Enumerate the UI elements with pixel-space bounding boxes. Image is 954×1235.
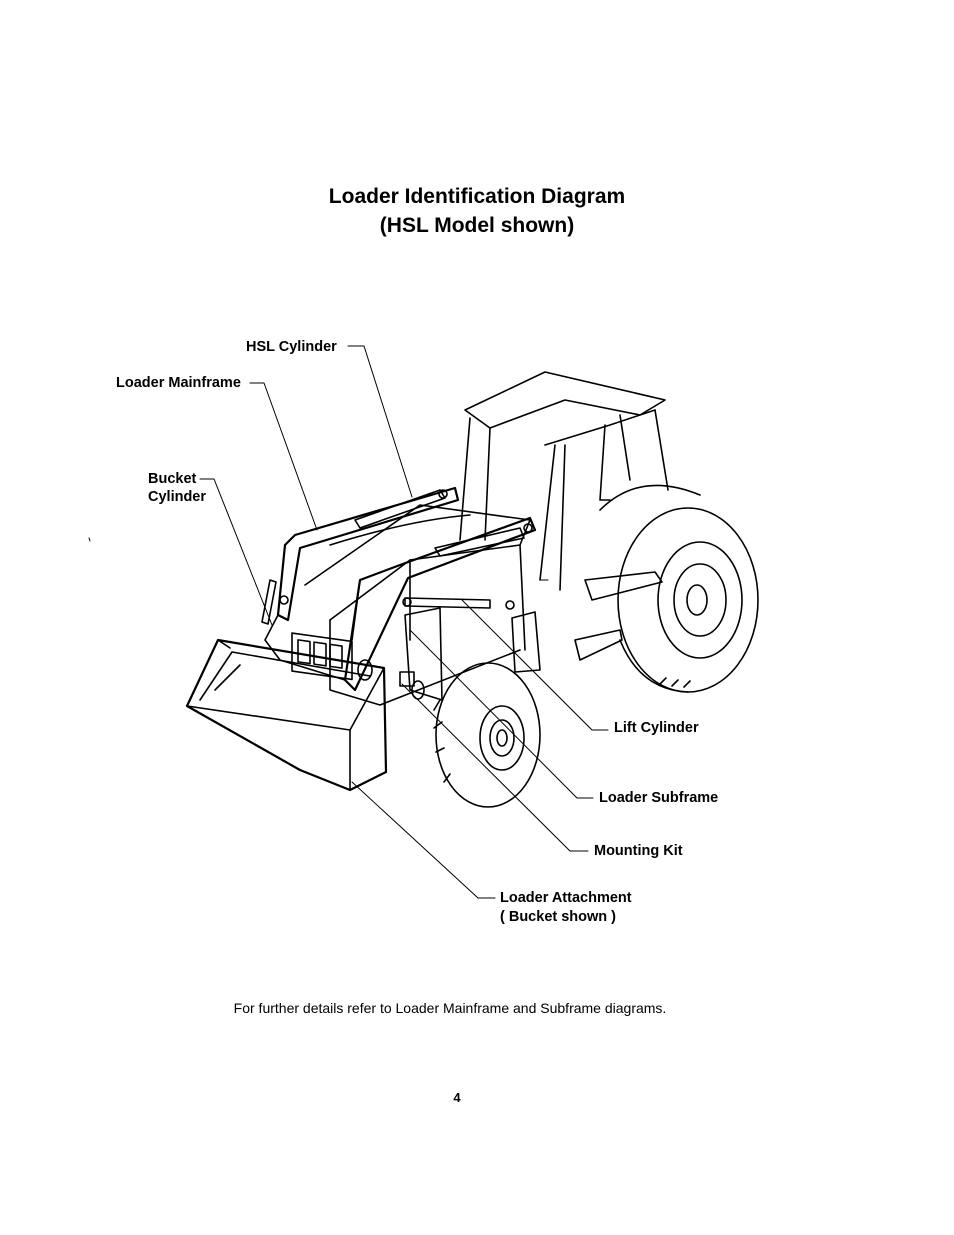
leader-loader-mainframe	[250, 383, 317, 530]
rear-wheel	[618, 508, 758, 692]
label-loader-mainframe: Loader Mainframe	[116, 374, 241, 392]
leader-loader-attachment	[352, 782, 495, 898]
front-wheel	[434, 663, 540, 807]
page-number: 4	[0, 1090, 914, 1105]
label-bucket-shown: ( Bucket shown )	[500, 908, 616, 926]
label-bucket: Bucket	[148, 470, 196, 488]
leader-bucket-cylinder	[200, 479, 272, 625]
bucket-cylinder-shape	[262, 580, 276, 624]
label-loader-attachment: Loader Attachment	[500, 889, 632, 907]
tractor-hood	[305, 505, 530, 705]
label-cylinder: Cylinder	[148, 488, 206, 506]
label-lift-cylinder: Lift Cylinder	[614, 719, 699, 737]
label-mounting-kit: Mounting Kit	[594, 842, 683, 860]
label-hsl-cylinder: HSL Cylinder	[246, 338, 337, 356]
leader-hsl-cylinder	[348, 346, 412, 497]
hydraulic-cylinders	[262, 490, 532, 624]
label-loader-subframe: Loader Subframe	[599, 789, 718, 807]
misc-marks	[89, 538, 548, 580]
lift-cylinder-shape	[405, 598, 490, 608]
leader-mounting-kit	[402, 684, 588, 851]
footnote: For further details refer to Loader Main…	[0, 1000, 900, 1016]
